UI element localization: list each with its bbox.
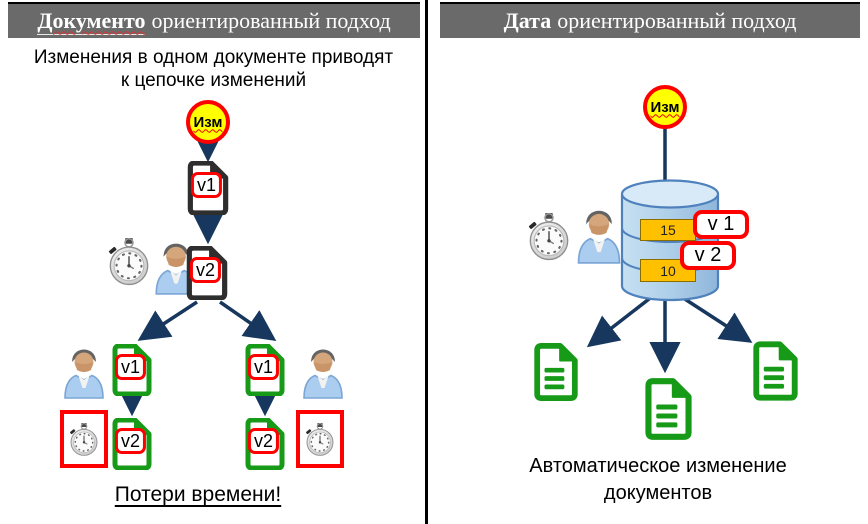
user-icon	[571, 207, 627, 265]
version-label: v2	[247, 428, 279, 455]
auto-update-caption: Автоматическое изменение документов	[434, 453, 868, 507]
change-badge: Изм	[643, 85, 687, 129]
change-badge-label: Изм	[193, 113, 223, 131]
data-approach-panel: Дата ориентированный подход Изм	[434, 0, 868, 524]
caption-line1: Автоматическое изменение	[529, 455, 787, 477]
document-v2-green: v2	[245, 418, 285, 470]
version-tag-v2: v 2	[680, 241, 736, 270]
left-header-text: ориентированный подход	[151, 8, 391, 33]
user-icon	[58, 346, 110, 400]
document-approach-panel: Документо ориентированный подход Изменен…	[0, 0, 427, 524]
change-badge: Изм	[186, 100, 230, 144]
time-loss-note: Потери времени!	[114, 483, 282, 506]
user-icon	[297, 346, 349, 400]
version-tag-v1: v 1	[693, 210, 749, 239]
caption-line2: документов	[603, 482, 713, 504]
document-v2-dark: v2	[186, 246, 228, 300]
version-label: v1	[190, 172, 222, 199]
stopwatch-icon	[526, 211, 572, 261]
right-header-keyword: Дата	[503, 8, 552, 33]
time-loss-alert	[296, 410, 344, 468]
version-label: v1	[114, 354, 146, 381]
left-subtitle: Изменения в одном документе приводят к ц…	[0, 46, 427, 92]
green-document-icon	[752, 340, 799, 402]
document-v1-dark: v1	[187, 161, 229, 215]
left-subtitle-line2: к цепочке изменений	[120, 70, 307, 91]
green-document-icon	[644, 377, 693, 441]
stopwatch-icon	[304, 419, 336, 459]
panel-divider	[425, 0, 428, 524]
left-header-keyword: Документо	[37, 7, 146, 35]
db-record-15: 15	[640, 219, 696, 241]
right-header-text: ориентированный подход	[557, 8, 797, 33]
time-loss-alert	[60, 410, 108, 468]
left-subtitle-line1: Изменения в одном документе приводят	[33, 47, 394, 68]
version-label: v1	[247, 354, 279, 381]
version-label: v2	[114, 428, 146, 455]
version-label: v2	[189, 257, 221, 284]
document-v2-green: v2	[112, 418, 152, 470]
document-v1-green: v1	[112, 344, 152, 396]
stopwatch-icon	[68, 419, 100, 459]
green-document-icon	[533, 342, 579, 402]
change-badge-label: Изм	[650, 98, 680, 116]
stopwatch-icon	[106, 236, 152, 286]
document-v1-green: v1	[245, 344, 285, 396]
right-panel-header: Дата ориентированный подход	[440, 2, 860, 38]
left-panel-header: Документо ориентированный подход	[8, 2, 420, 38]
